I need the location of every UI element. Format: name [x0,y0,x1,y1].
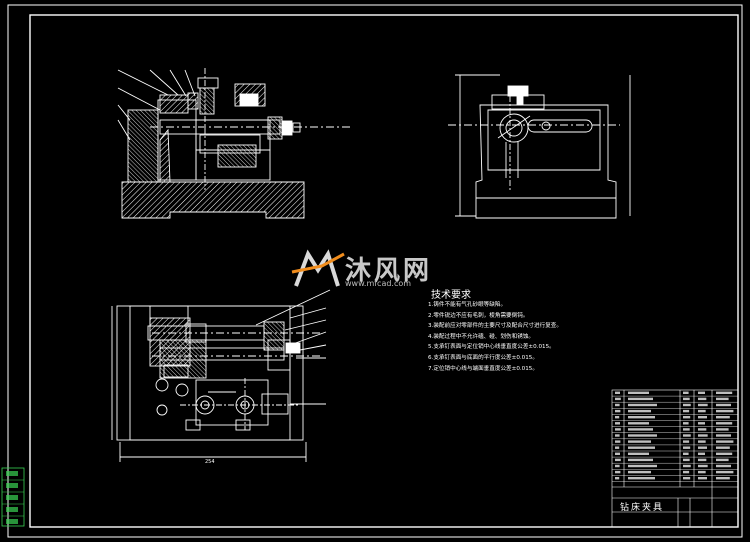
dimension-bottom-width: 254 [205,459,215,465]
parts-cell-text-mark [615,416,620,419]
parts-cell-text-mark [615,470,621,474]
requirement-item: 3.装配前应对零部件的主要尺寸及配合尺寸进行复查。 [428,323,562,330]
requirement-item: 1.铸件不能有气孔砂眼等缺陷。 [428,302,507,308]
parts-cell-text-mark [716,440,734,443]
parts-cell-text-mark [683,397,690,401]
side-view [448,74,631,219]
parts-cell-text-mark [628,440,651,443]
parts-cell-text-mark [716,403,731,407]
parts-cell-text-mark [716,434,731,437]
requirement-item: 4.装配过程中不允许磕、碰、划伤和锈蚀。 [428,333,535,340]
parts-cell-text-mark [683,422,689,425]
parts-cell-text-mark [683,452,689,455]
parts-cell-text-mark [615,440,621,443]
parts-cell-text-mark [615,477,620,480]
parts-cell-text-mark [683,409,690,413]
parts-cell-text-mark [628,422,649,425]
parts-cell-text-mark [615,434,620,437]
parts-cell-text-mark [615,464,620,468]
parts-cell-text-mark [683,434,691,437]
parts-cell-text-mark [698,446,707,449]
parts-cell-text-mark [615,446,620,449]
parts-cell-text-mark [628,391,649,394]
technical-requirements-title: 技术要求 [431,290,471,301]
parts-cell-text-mark [628,428,653,431]
parts-cell-text-mark [716,477,730,480]
parts-cell-text-mark [683,477,691,480]
parts-cell-text-mark [698,409,706,413]
parts-cell-text-mark [628,397,653,401]
watermark-brand: 沐风网 [345,256,433,286]
parts-cell-text-mark [716,452,733,455]
parts-cell-text-mark [628,446,655,449]
parts-cell-text-mark [698,458,707,462]
requirement-item: 2.零件锐边不应有毛刺，棱角需要倒钝。 [428,312,529,319]
top-view [111,289,331,462]
parts-cell-text-mark [615,397,621,401]
parts-cell-text-mark [716,470,734,474]
parts-cell-text-mark [615,391,620,394]
parts-cell-text-mark [628,409,651,413]
technical-requirements-list: 1.铸件不能有气孔砂眼等缺陷。 2.零件锐边不应有毛刺，棱角需要倒钝。 3.装配… [428,300,562,374]
parts-cell-text-mark [716,416,730,419]
parts-cell-text-mark [615,422,620,425]
parts-cell-text-mark [683,458,690,462]
parts-cell-text-mark [698,422,705,425]
drawing-name: 钻床夹具 [620,503,665,513]
front-section-view [117,68,350,219]
parts-cell-text-mark [683,440,690,443]
parts-cell-text-mark [683,391,689,394]
side-label-strip [1,467,25,527]
watermark-url: www.mfcad.com [345,279,412,288]
parts-cell-text-mark [628,403,657,407]
title-block [611,389,739,528]
parts-cell-text-mark [716,458,729,462]
parts-cell-text-mark [628,477,655,480]
parts-list-rows [612,391,738,482]
parts-cell-text-mark [716,409,734,413]
parts-cell-text-mark [698,403,708,407]
parts-cell-text-mark [698,452,705,455]
parts-cell-text-mark [683,403,691,407]
parts-cell-text-mark [716,397,729,401]
requirement-item: 5.支承钉表面与定位销中心线垂直度公差±0.015。 [428,344,555,351]
parts-cell-text-mark [698,428,707,431]
parts-cell-text-mark [628,464,657,468]
parts-cell-text-mark [698,391,705,394]
requirement-item: 6.支承钉表面与底面的平行度公差±0.015。 [428,354,538,361]
drawing-frame [7,4,743,538]
parts-cell-text-mark [628,452,649,455]
parts-cell-text-mark [683,428,690,431]
parts-cell-text-mark [683,470,690,474]
parts-cell-text-mark [716,422,733,425]
parts-cell-text-mark [716,391,733,394]
watermark-logo-icon [291,249,345,287]
parts-cell-text-mark [615,428,621,431]
parts-cell-text-mark [628,416,655,419]
parts-cell-text-mark [615,403,620,407]
parts-cell-text-mark [615,458,621,462]
parts-cell-text-mark [628,458,653,462]
parts-cell-text-mark [628,470,651,474]
parts-cell-text-mark [698,397,707,401]
parts-cell-text-mark [698,434,708,437]
parts-cell-text-mark [628,434,657,437]
parts-cell-text-mark [615,452,620,455]
parts-cell-text-mark [698,464,708,468]
parts-cell-text-mark [683,464,691,468]
requirement-item: 7.定位销中心线与端面垂直度公差±0.015。 [428,365,538,372]
parts-cell-text-mark [698,470,706,474]
parts-cell-text-mark [683,416,691,419]
parts-cell-text-mark [698,440,706,443]
parts-cell-text-mark [716,464,731,468]
parts-cell-text-mark [716,446,730,449]
parts-cell-text-mark [698,416,707,419]
parts-cell-text-mark [683,446,691,449]
parts-cell-text-mark [716,428,729,431]
parts-cell-text-mark [698,477,707,480]
parts-cell-text-mark [615,409,621,413]
